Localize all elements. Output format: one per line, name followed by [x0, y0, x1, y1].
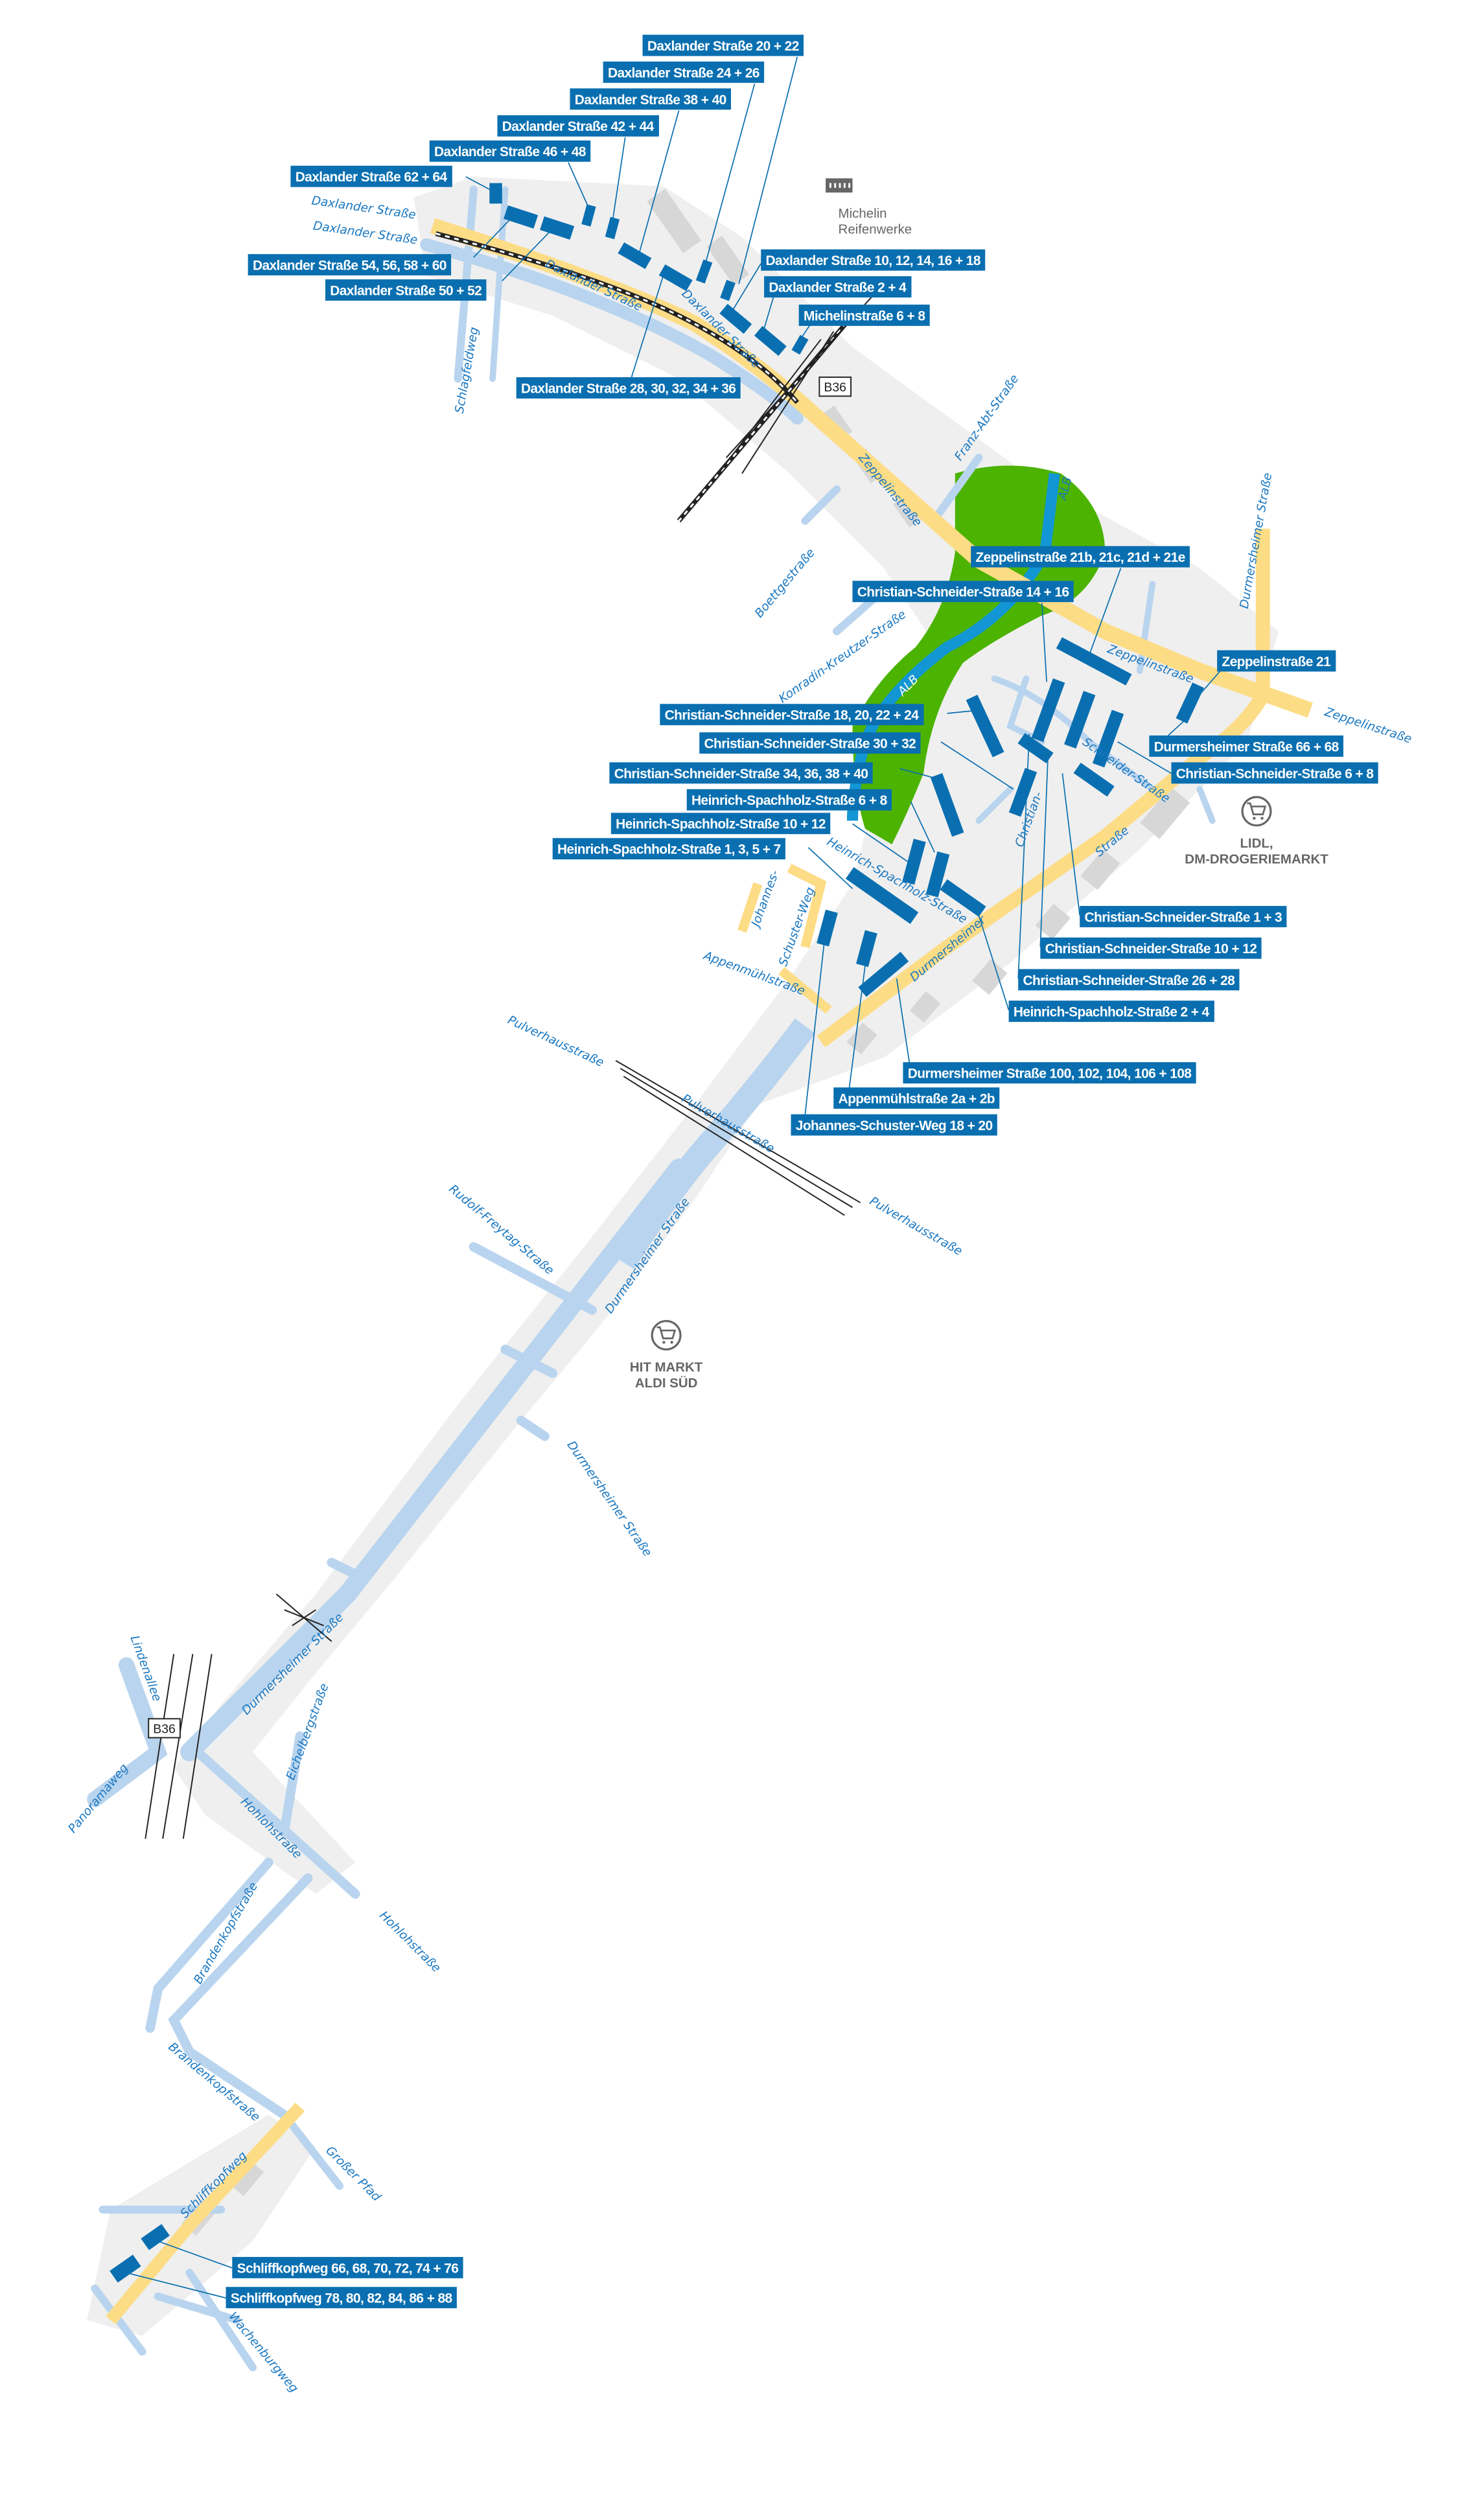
- building-label[interactable]: Heinrich-Spachholz-Straße 1, 3, 5 + 7: [552, 838, 853, 889]
- building-label[interactable]: Daxlander Straße 20 + 22: [642, 34, 804, 284]
- street-label: Daxlander Straße: [312, 219, 419, 247]
- building-label[interactable]: Schliffkopfweg 66, 68, 70, 72, 74 + 76: [157, 2240, 463, 2278]
- svg-text:Daxlander Straße 62 + 64: Daxlander Straße 62 + 64: [296, 170, 448, 185]
- svg-text:Christian-Schneider-Straße 14: Christian-Schneider-Straße 14 + 16: [857, 585, 1069, 600]
- shopping-cart-icon: [1241, 796, 1272, 827]
- street-labels: Daxlander Straße Daxlander Straße Daxlan…: [65, 194, 1413, 2395]
- svg-text:Daxlander Straße 2 + 4: Daxlander Straße 2 + 4: [769, 281, 907, 295]
- building-label[interactable]: Zeppelinstraße 21b, 21c, 21d + 21e: [971, 546, 1190, 656]
- building-label[interactable]: Johannes-Schuster-Weg 18 + 20: [791, 943, 997, 1136]
- building-label[interactable]: Daxlander Straße 42 + 44: [497, 115, 659, 222]
- svg-text:DM-DROGERIEMARKT: DM-DROGERIEMARKT: [1185, 851, 1328, 866]
- building-label[interactable]: Daxlander Straße 46 + 48: [429, 140, 591, 209]
- building-label[interactable]: Daxlander Straße 50 + 52: [325, 228, 553, 301]
- factory-icon: [826, 178, 853, 193]
- building-label[interactable]: Daxlander Straße 24 + 26: [603, 61, 765, 269]
- svg-text:Christian-Schneider-Straße 1 +: Christian-Schneider-Straße 1 + 3: [1085, 910, 1282, 925]
- building-label[interactable]: Heinrich-Spachholz-Straße 10 + 12: [610, 813, 913, 866]
- side-roads: [87, 185, 1216, 2372]
- building-label[interactable]: Zeppelinstraße 21: [1199, 650, 1336, 695]
- svg-text:Daxlander Straße 46 + 48: Daxlander Straße 46 + 48: [434, 145, 586, 159]
- building-label[interactable]: Appenmühlstraße 2a + 2b: [833, 966, 1000, 1109]
- svg-text:Daxlander Straße 42 + 44: Daxlander Straße 42 + 44: [502, 119, 655, 134]
- street-label: Wachenburgweg: [226, 2309, 301, 2395]
- building-label[interactable]: Durmersheimer Straße 66 + 68: [1149, 717, 1343, 757]
- svg-text:Johannes-Schuster-Weg 18 + 20: Johannes-Schuster-Weg 18 + 20: [796, 1118, 993, 1133]
- svg-text:Christian-Schneider-Straße 10: Christian-Schneider-Straße 10 + 12: [1045, 942, 1257, 956]
- svg-text:Daxlander Straße 54, 56, 58 +: Daxlander Straße 54, 56, 58 + 60: [253, 258, 446, 273]
- svg-text:B36: B36: [824, 380, 846, 395]
- street-label: Daxlander Straße: [310, 194, 417, 222]
- building-label[interactable]: Christian-Schneider-Straße 26 + 28: [1017, 734, 1240, 991]
- road-badge-b36: B36: [818, 376, 852, 397]
- building-label[interactable]: Daxlander Straße 62 + 64: [290, 165, 490, 191]
- building-label[interactable]: Christian-Schneider-Straße 18, 20, 22 + …: [660, 704, 979, 726]
- railway: [145, 231, 877, 1839]
- building-label[interactable]: Christian-Schneider-Straße 1 + 3: [1061, 773, 1287, 927]
- poi-michelin: Michelin Reifenwerke: [826, 178, 912, 237]
- poi-lidl: LIDL, DM-DROGERIEMARKT: [1185, 796, 1328, 866]
- svg-text:Reifenwerke: Reifenwerke: [839, 222, 912, 237]
- building-label[interactable]: Daxlander Straße 38 + 40: [570, 88, 732, 253]
- street-label: Brandenkopfstraße: [165, 2040, 262, 2124]
- building-labels: Daxlander Straße 20 + 22 Daxlander Straß…: [126, 34, 1378, 2309]
- svg-text:Daxlander Straße 38 + 40: Daxlander Straße 38 + 40: [575, 93, 726, 108]
- svg-text:Christian-Schneider-Straße 34,: Christian-Schneider-Straße 34, 36, 38 + …: [614, 767, 868, 781]
- building-label[interactable]: Michelinstraße 6 + 8: [798, 305, 930, 340]
- building-label[interactable]: Daxlander Straße 10, 12, 14, 16 + 18: [728, 249, 986, 316]
- svg-text:Michelinstraße 6 + 8: Michelinstraße 6 + 8: [804, 308, 925, 323]
- building-label[interactable]: Christian-Schneider-Straße 6 + 8: [1117, 741, 1378, 784]
- svg-text:ALDI SÜD: ALDI SÜD: [635, 1376, 698, 1391]
- river-alb-south: [612, 1018, 816, 1269]
- building-label[interactable]: Daxlander Straße 54, 56, 58 + 60: [248, 216, 514, 276]
- shopping-cart-icon: [651, 1320, 682, 1351]
- building-label[interactable]: Daxlander Straße 2 + 4: [760, 276, 912, 340]
- svg-text:Heinrich-Spachholz-Straße 1, 3: Heinrich-Spachholz-Straße 1, 3, 5 + 7: [557, 842, 781, 857]
- building-label[interactable]: Christian-Schneider-Straße 30 + 32: [699, 732, 1014, 790]
- building-label[interactable]: Christian-Schneider-Straße 14 + 16: [852, 581, 1074, 682]
- svg-text:Schliffkopfweg 66, 68, 70, 72,: Schliffkopfweg 66, 68, 70, 72, 74 + 76: [237, 2261, 459, 2276]
- svg-text:Daxlander Straße 50 + 52: Daxlander Straße 50 + 52: [330, 283, 481, 298]
- poi-hit-aldi: HIT MARKT ALDI SÜD: [630, 1320, 703, 1391]
- built-up-area: [87, 176, 1279, 2336]
- building-label[interactable]: Daxlander Straße 28, 30, 32, 34 + 36: [516, 275, 741, 399]
- svg-text:Christian-Schneider-Straße 30: Christian-Schneider-Straße 30 + 32: [704, 736, 916, 751]
- building-label[interactable]: Christian-Schneider-Straße 10 + 12: [1039, 749, 1262, 959]
- svg-text:HIT MARKT: HIT MARKT: [630, 1360, 703, 1375]
- street-label: Pulverhausstraße: [867, 1194, 964, 1258]
- svg-text:Schliffkopfweg 78, 80, 82, 84,: Schliffkopfweg 78, 80, 82, 84, 86 + 88: [231, 2291, 452, 2306]
- svg-text:Christian-Schneider-Straße 26: Christian-Schneider-Straße 26 + 28: [1023, 973, 1235, 988]
- street-label: Panoramaweg: [65, 1761, 131, 1836]
- svg-text:Heinrich-Spachholz-Straße 6 +: Heinrich-Spachholz-Straße 6 + 8: [691, 793, 887, 808]
- project-buildings: [110, 183, 1204, 2283]
- street-label: Hohlohstraße: [377, 1909, 443, 1976]
- street-label: Pulverhausstraße: [505, 1013, 606, 1070]
- building-label[interactable]: Heinrich-Spachholz-Straße 2 + 4: [978, 915, 1214, 1023]
- svg-text:Durmersheimer Straße 100, 102,: Durmersheimer Straße 100, 102, 104, 106 …: [908, 1067, 1192, 1082]
- svg-text:Heinrich-Spachholz-Straße 2 +: Heinrich-Spachholz-Straße 2 + 4: [1014, 1005, 1210, 1020]
- svg-text:LIDL,: LIDL,: [1240, 836, 1273, 851]
- svg-text:Daxlander Straße 24 + 26: Daxlander Straße 24 + 26: [608, 65, 759, 80]
- svg-text:B36: B36: [153, 1722, 176, 1736]
- street-label: Durmersheimer Straße: [564, 1439, 655, 1559]
- svg-text:Daxlander Straße 20 + 22: Daxlander Straße 20 + 22: [647, 39, 799, 54]
- svg-text:Daxlander Straße 10, 12, 14, 1: Daxlander Straße 10, 12, 14, 16 + 18: [766, 253, 980, 268]
- building-label[interactable]: Christian-Schneider-Straße 34, 36, 38 + …: [609, 762, 942, 784]
- svg-text:Daxlander Straße 28, 30, 32, 3: Daxlander Straße 28, 30, 32, 34 + 36: [521, 381, 736, 396]
- svg-text:Christian-Schneider-Straße 6 +: Christian-Schneider-Straße 6 + 8: [1176, 767, 1374, 781]
- svg-text:Heinrich-Spachholz-Straße 10 +: Heinrich-Spachholz-Straße 10 + 12: [616, 817, 826, 832]
- building-label[interactable]: Schliffkopfweg 78, 80, 82, 84, 86 + 88: [126, 2272, 457, 2309]
- building-label[interactable]: Durmersheimer Straße 100, 102, 104, 106 …: [896, 978, 1196, 1084]
- svg-text:Durmersheimer Straße 66 + 68: Durmersheimer Straße 66 + 68: [1154, 739, 1339, 754]
- svg-text:Appenmühlstraße 2a + 2b: Appenmühlstraße 2a + 2b: [839, 1091, 995, 1106]
- svg-text:Zeppelinstraße 21: Zeppelinstraße 21: [1222, 654, 1331, 669]
- svg-text:Michelin: Michelin: [839, 206, 887, 221]
- road-badge-b36: B36: [148, 1718, 181, 1739]
- svg-text:Zeppelinstraße 21b, 21c, 21d +: Zeppelinstraße 21b, 21c, 21d + 21e: [975, 550, 1185, 565]
- svg-text:Christian-Schneider-Straße 18,: Christian-Schneider-Straße 18, 20, 22 + …: [665, 708, 920, 723]
- street-label: Boettgestraße: [752, 546, 818, 621]
- building-label[interactable]: Heinrich-Spachholz-Straße 6 + 8: [686, 789, 935, 853]
